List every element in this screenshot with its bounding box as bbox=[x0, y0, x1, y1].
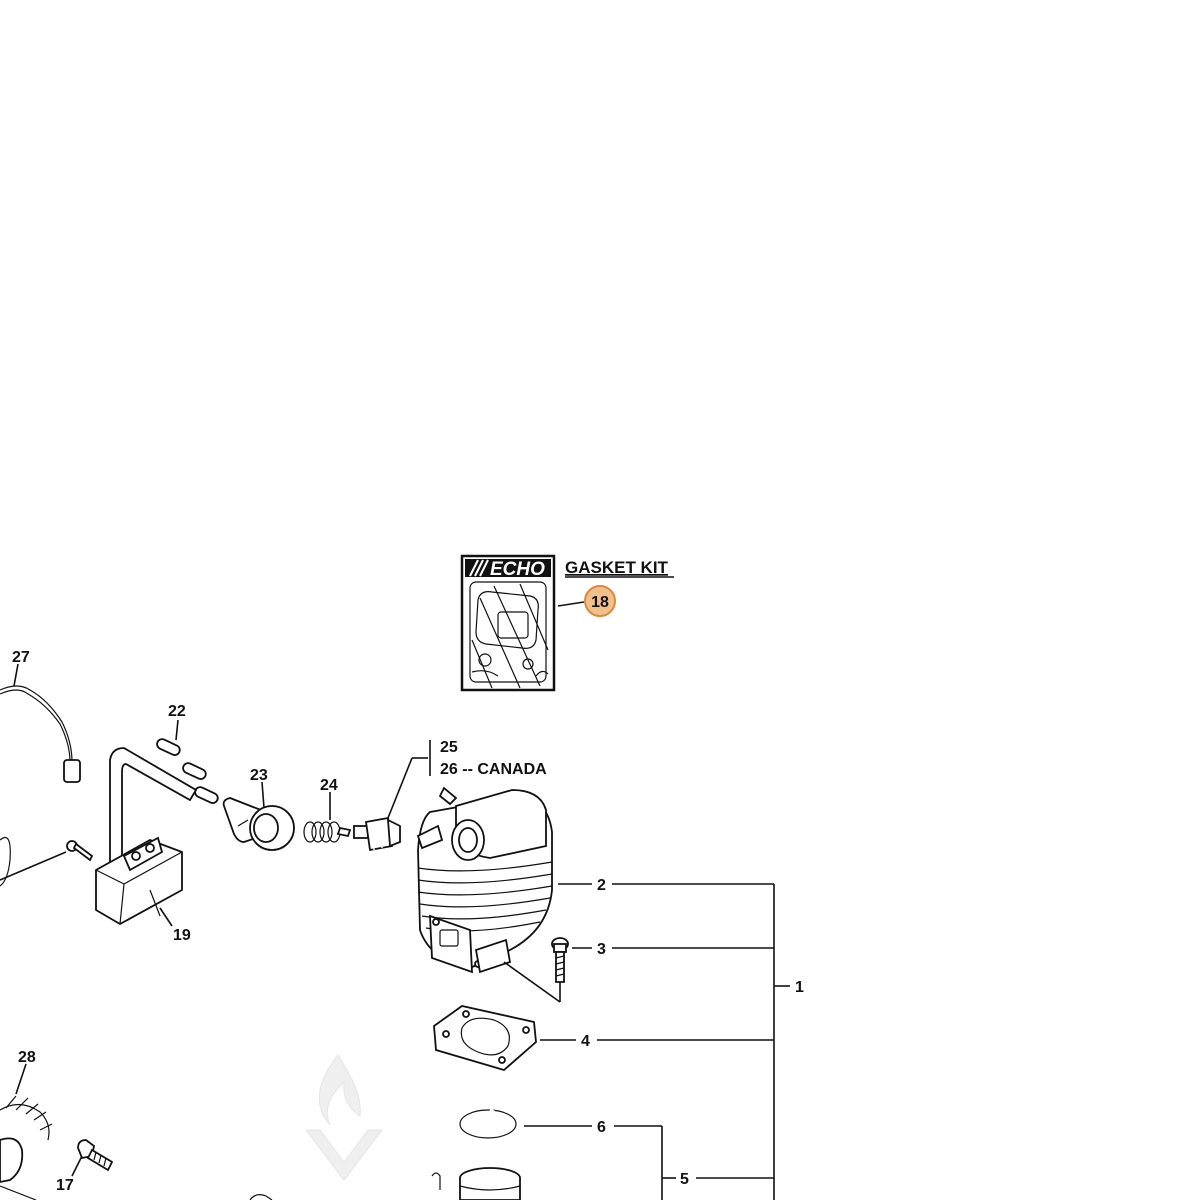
callout-2-label: 2 bbox=[597, 877, 606, 894]
callout-24-label: 24 bbox=[320, 777, 338, 794]
part-25-spark-plug[interactable] bbox=[353, 816, 401, 852]
flame-logo-watermark-icon bbox=[304, 1054, 384, 1181]
part-19-ignition-coil[interactable] bbox=[95, 747, 198, 926]
callout-1-label: 1 bbox=[795, 979, 804, 996]
part-27-ignition-wire[interactable] bbox=[0, 685, 81, 887]
callout-26-label: 26 -- CANADA bbox=[440, 761, 547, 778]
gasket-kit-brand: ECHO bbox=[490, 559, 545, 580]
part-5-piston[interactable] bbox=[431, 1167, 521, 1200]
callout-25-label: 25 bbox=[440, 739, 458, 756]
part-6-piston-ring[interactable] bbox=[459, 1108, 517, 1139]
part-bolt-left[interactable] bbox=[0, 840, 94, 881]
callout-28-label: 28 bbox=[18, 1049, 36, 1066]
part-22-spacers[interactable] bbox=[155, 737, 219, 804]
callout-4-label: 4 bbox=[581, 1033, 590, 1050]
callout-23-label: 23 bbox=[250, 767, 268, 784]
callout-18-badge[interactable]: 18 bbox=[584, 585, 616, 617]
gasket-kit-package[interactable]: ECHO bbox=[460, 554, 556, 692]
part-2-cylinder[interactable] bbox=[416, 786, 553, 974]
callout-18-label: 18 bbox=[591, 594, 609, 611]
callout-17-label: 17 bbox=[56, 1177, 74, 1194]
part-28-flywheel[interactable] bbox=[0, 1095, 53, 1200]
part-3-bolt[interactable] bbox=[503, 937, 569, 1003]
part-17-bolt[interactable] bbox=[77, 1139, 114, 1172]
callout-3-label: 3 bbox=[597, 941, 606, 958]
part-4-cylinder-gasket[interactable] bbox=[433, 1005, 537, 1072]
part-24-spring[interactable] bbox=[303, 821, 352, 843]
gasket-kit-title: GASKET KIT bbox=[565, 558, 669, 577]
callout-19-label: 19 bbox=[173, 927, 191, 944]
callout-5-label: 5 bbox=[680, 1171, 689, 1188]
callout-6-label: 6 bbox=[597, 1119, 606, 1136]
part-23-plug-boot[interactable] bbox=[222, 797, 295, 851]
callout-27-label: 27 bbox=[12, 649, 30, 666]
callout-22-label: 22 bbox=[168, 703, 186, 720]
